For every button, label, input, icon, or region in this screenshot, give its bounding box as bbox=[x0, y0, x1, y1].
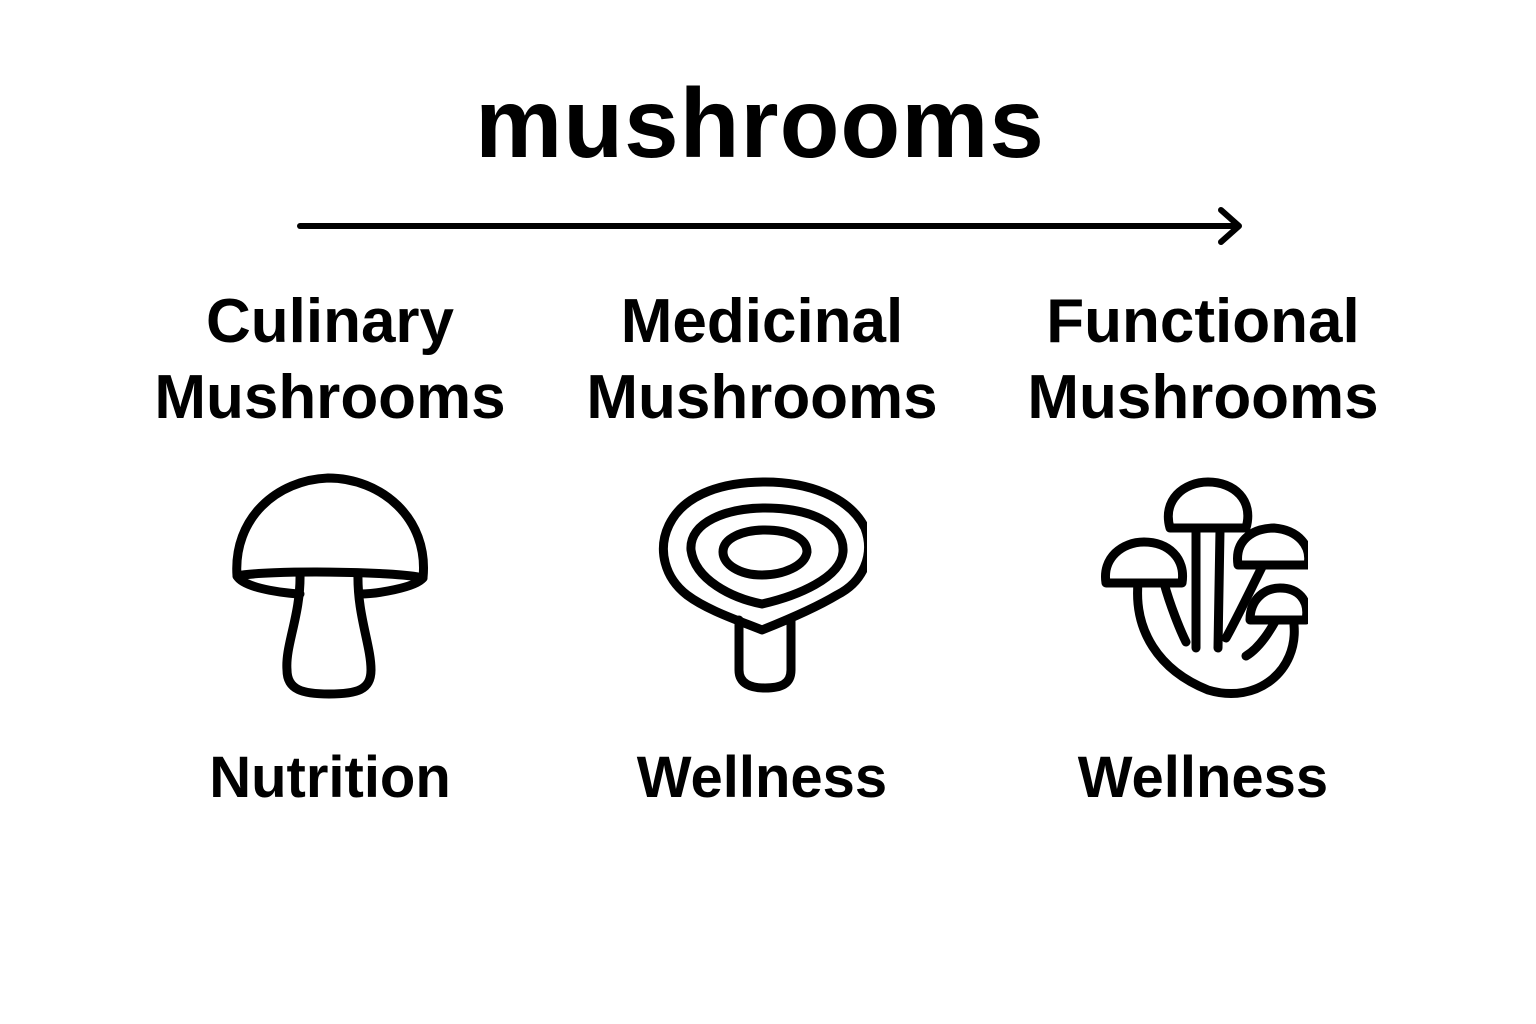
button-mushroom-icon bbox=[232, 473, 428, 699]
category-benefit: Nutrition bbox=[209, 745, 451, 810]
category-heading-line1: Culinary bbox=[205, 287, 455, 356]
category-heading-line1: Functional bbox=[1046, 287, 1360, 356]
category-heading: Functional Mushrooms bbox=[993, 284, 1413, 436]
category-heading-line2: Mushrooms bbox=[154, 363, 506, 432]
reishi-mushroom-icon bbox=[658, 477, 867, 693]
category-heading: Medicinal Mushrooms bbox=[552, 284, 972, 436]
category-heading: Culinary Mushrooms bbox=[120, 284, 540, 436]
category-medicinal: Medicinal Mushrooms Wellness bbox=[552, 0, 972, 1024]
category-heading-line2: Mushrooms bbox=[1027, 363, 1379, 432]
category-heading-line1: Medicinal bbox=[620, 287, 904, 356]
category-benefit: Wellness bbox=[636, 745, 888, 810]
category-heading-line2: Mushrooms bbox=[586, 363, 938, 432]
diagram-title: mushrooms bbox=[475, 68, 1045, 178]
category-benefit: Wellness bbox=[1077, 745, 1329, 810]
category-culinary: Culinary Mushrooms Nutrition bbox=[120, 0, 540, 1024]
right-arrow-icon bbox=[297, 207, 1242, 245]
category-functional: Functional Mushrooms bbox=[993, 0, 1413, 1024]
cluster-mushroom-icon bbox=[1101, 477, 1308, 699]
